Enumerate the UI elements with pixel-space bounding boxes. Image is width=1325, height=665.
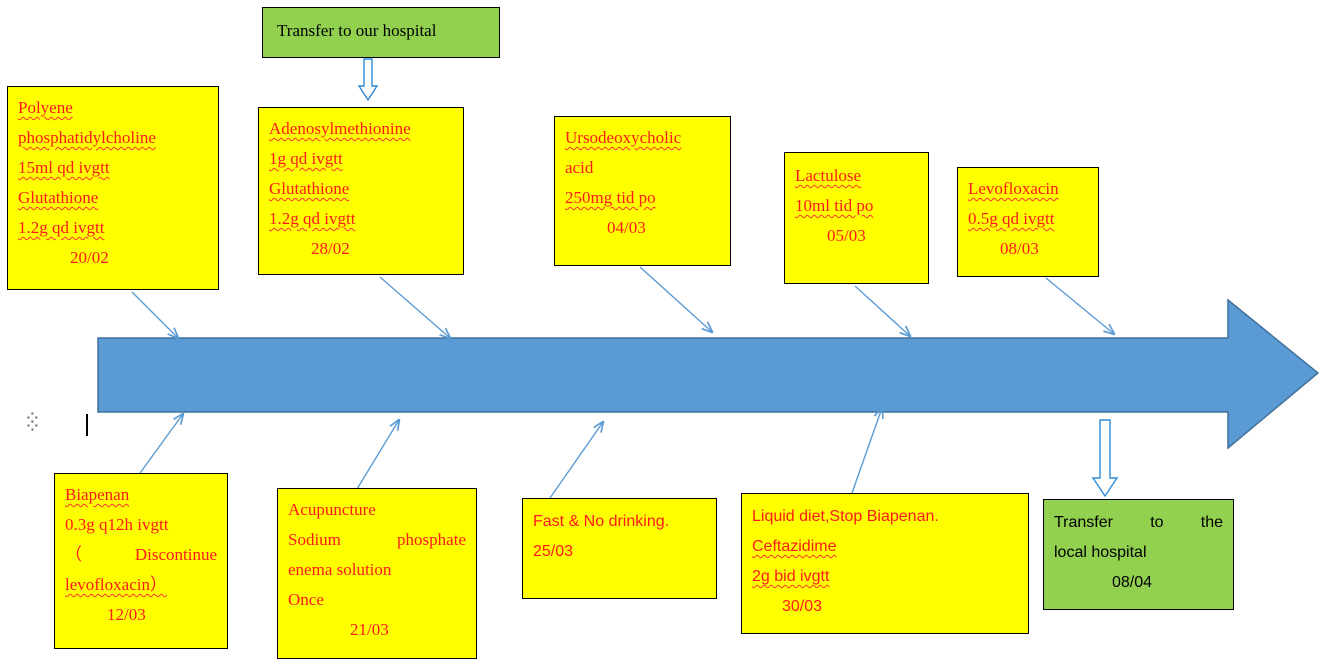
note-line: Once [288, 590, 324, 609]
note-line: 0.3g q12h ivgtt [65, 515, 169, 534]
note-date: 25/03 [533, 543, 574, 560]
note-date: 21/03 [350, 620, 389, 639]
note-line: Liquid diet,Stop Biapenan. [752, 508, 939, 525]
note-05-03: Lactulose 10ml tid po 05/03 [784, 152, 929, 284]
note-12-03: Biapenan 0.3g q12h ivgtt （ Discontinue l… [54, 473, 228, 649]
timeline-arrow [97, 298, 1320, 450]
note-25-03: Fast & No drinking. 25/03 [522, 498, 717, 599]
connector-bottom-2 [356, 420, 399, 490]
transfer-in-box: Transfer to our hospital [262, 7, 500, 58]
down-arrow-transfer-in [357, 58, 379, 102]
note-date: 20/02 [70, 248, 109, 267]
note-date: 28/02 [311, 239, 350, 258]
note-date: 04/03 [607, 218, 646, 237]
connector-top-3 [639, 266, 712, 332]
transfer-out-date: 08/04 [1112, 574, 1153, 591]
down-arrow-transfer-out [1091, 419, 1119, 498]
note-line: Ceftazidime [752, 538, 837, 555]
note-line: （ Discontinue [65, 545, 217, 564]
note-line: 1.2g qd ivgtt [18, 218, 105, 237]
connector-bottom-1 [139, 414, 183, 474]
note-20-02: Polyene phosphatidylcholine 15ml qd ivgt… [7, 86, 219, 290]
note-line: Ursodeoxycholic [565, 128, 682, 147]
note-date: 05/03 [827, 226, 866, 245]
note-date: 30/03 [782, 598, 823, 615]
note-line: Adenosylmethionine [269, 119, 411, 138]
note-line: Biapenan [65, 485, 130, 504]
connector-top-2 [379, 276, 450, 338]
note-line: Lactulose [795, 166, 862, 185]
connector-bottom-4 [851, 408, 882, 494]
note-line: Glutathione [18, 188, 99, 207]
note-line: 10ml tid po [795, 196, 874, 215]
note-line: phosphatidylcholine [18, 128, 156, 147]
note-line: Sodium phosphate [288, 530, 466, 549]
transfer-in-label: Transfer to our hospital [277, 21, 437, 40]
drag-handle-icon[interactable]: ⁘⁘ [24, 406, 42, 438]
transfer-out-line: local hospital [1054, 544, 1147, 561]
connector-top-1 [131, 291, 178, 338]
note-line: 1.2g qd ivgtt [269, 209, 356, 228]
transfer-out-box: Transfer to the local hospital 08/04 [1043, 499, 1234, 610]
note-line: Fast & No drinking. [533, 513, 670, 530]
note-line: Glutathione [269, 179, 350, 198]
connector-bottom-3 [549, 422, 603, 499]
note-line: Polyene [18, 98, 73, 117]
note-21-03: Acupuncture Sodium phosphate enema solut… [277, 488, 477, 659]
connector-top-5 [1045, 277, 1114, 334]
note-line: 0.5g qd ivgtt [968, 209, 1055, 228]
note-08-03: Levofloxacin 0.5g qd ivgtt 08/03 [957, 167, 1099, 277]
note-line: Levofloxacin [968, 179, 1059, 198]
connector-top-4 [854, 285, 910, 336]
note-line: 1g qd ivgtt [269, 149, 343, 168]
note-line: enema solution [288, 560, 392, 579]
note-line: 15ml qd ivgtt [18, 158, 110, 177]
note-line: Acupuncture [288, 500, 376, 519]
note-04-03: Ursodeoxycholic acid 250mg tid po 04/03 [554, 116, 731, 266]
transfer-out-line: Transfer to the [1054, 514, 1223, 531]
note-28-02: Adenosylmethionine 1g qd ivgtt Glutathio… [258, 107, 464, 275]
text-cursor [86, 414, 88, 436]
note-line: 250mg tid po [565, 188, 656, 207]
note-date: 08/03 [1000, 239, 1039, 258]
note-line: levofloxacin） [65, 575, 167, 594]
note-date: 12/03 [107, 605, 146, 624]
note-30-03: Liquid diet,Stop Biapenan. Ceftazidime 2… [741, 493, 1029, 634]
note-line: acid [565, 158, 594, 177]
note-line: 2g bid ivgtt [752, 568, 830, 585]
